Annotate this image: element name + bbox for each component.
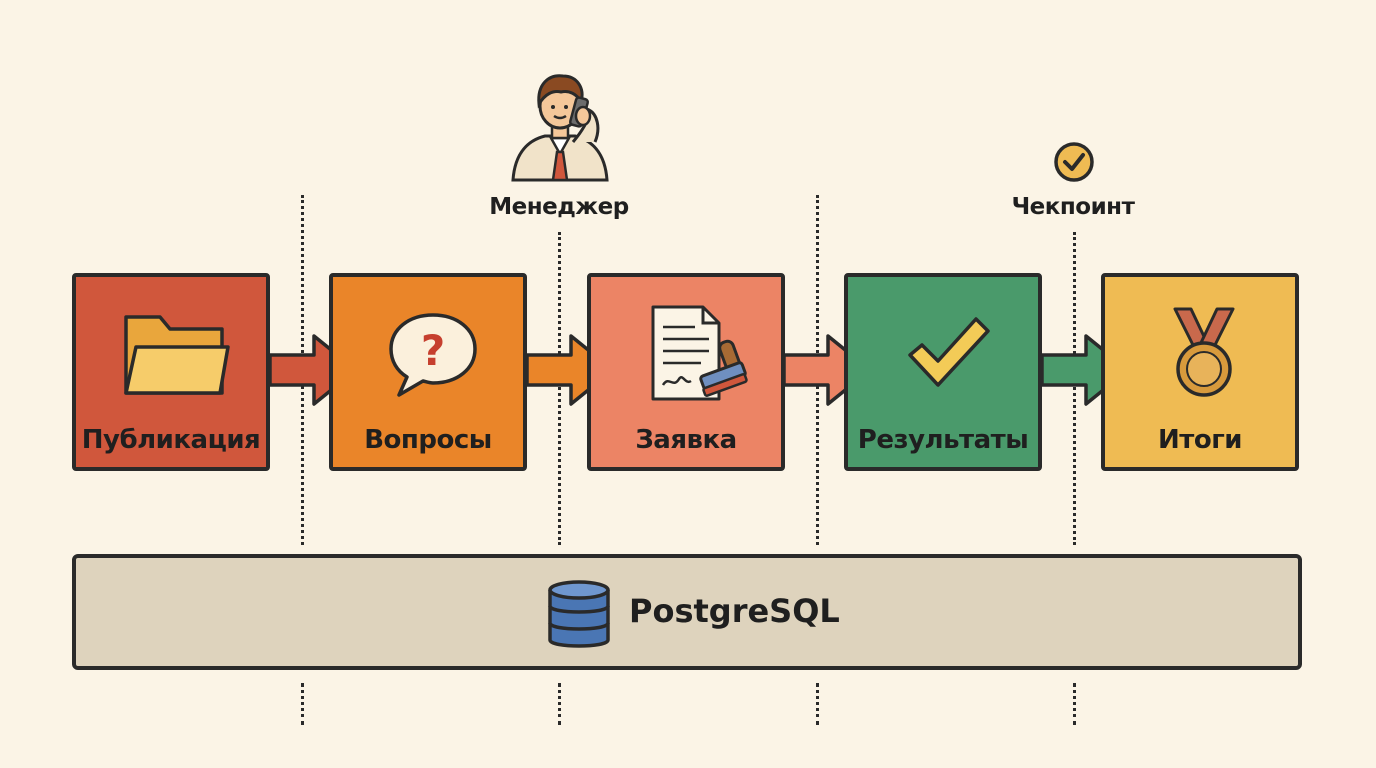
database-bar: PostgreSQL <box>72 554 1302 670</box>
medal-icon <box>1173 307 1235 397</box>
stage-label-questions: Вопросы <box>364 425 492 455</box>
manager-phone-icon <box>511 74 609 182</box>
stage-label-results: Результаты <box>857 425 1029 455</box>
check-circle-icon <box>1054 142 1094 182</box>
folder-icon <box>124 315 230 395</box>
question-bubble-icon: ? <box>389 313 477 397</box>
divider-2 <box>558 232 561 545</box>
stage-label-application: Заявка <box>635 425 737 455</box>
checkpoint-label: Чекпоинт <box>1011 194 1135 220</box>
divider-4 <box>1073 232 1076 545</box>
stage-box-summary: Итоги <box>1101 273 1299 471</box>
database-icon <box>548 580 610 648</box>
divider-2-lower <box>558 683 561 725</box>
divider-1-lower <box>301 683 304 725</box>
stage-box-questions: ? Вопросы <box>329 273 527 471</box>
stage-box-application: Заявка <box>587 273 785 471</box>
stage-box-results: Результаты <box>844 273 1042 471</box>
checkmark-icon <box>908 317 990 387</box>
svg-text:?: ? <box>421 326 445 375</box>
database-label: PostgreSQL <box>629 592 840 630</box>
document-stamp-icon <box>651 305 748 401</box>
stage-box-publication: Публикация <box>72 273 270 471</box>
manager-label: Менеджер <box>489 194 629 220</box>
divider-3-lower <box>816 683 819 725</box>
stage-label-publication: Публикация <box>81 425 261 455</box>
stage-label-summary: Итоги <box>1158 425 1243 455</box>
divider-4-lower <box>1073 683 1076 725</box>
